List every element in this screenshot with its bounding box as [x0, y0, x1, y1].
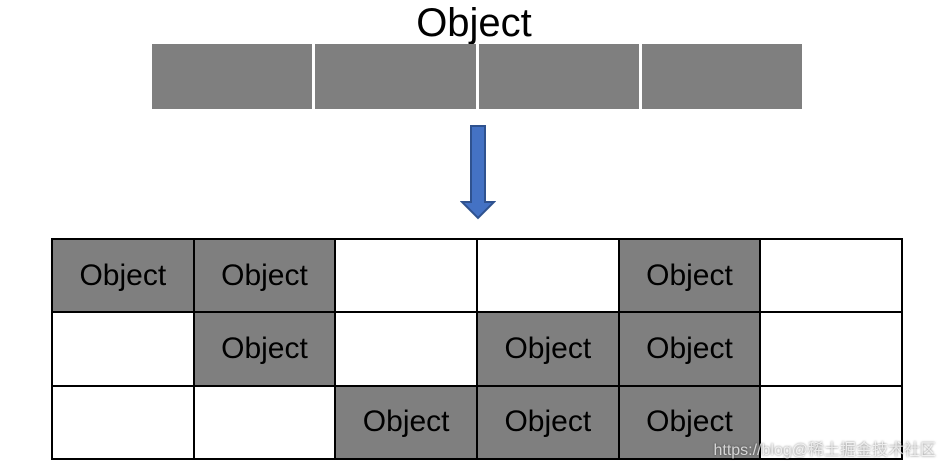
down-arrow-icon	[460, 125, 496, 220]
object-segment-4	[641, 44, 802, 109]
object-title: Object	[416, 1, 532, 45]
grid-cell-object: Object	[53, 240, 193, 312]
grid-cell-object: Object	[619, 386, 760, 458]
grid-cell-empty	[478, 240, 618, 312]
watermark: https://blog@稀土掘金技术社区	[713, 442, 936, 459]
grid-cell-object: Object	[619, 240, 760, 312]
grid-cell-empty	[336, 240, 476, 312]
object-segment-1	[152, 44, 313, 109]
grid-cell-empty	[761, 313, 901, 385]
grid-cell-empty	[53, 313, 193, 385]
object-segment-2	[315, 44, 476, 109]
object-memory-block	[152, 44, 802, 109]
grid-cell-object: Object	[336, 386, 476, 458]
down-arrow-shape	[460, 125, 496, 220]
grid-cell-object: Object	[194, 240, 335, 312]
grid-cell-empty	[761, 240, 901, 312]
object-segment-3	[478, 44, 639, 109]
grid-cell-empty	[194, 386, 335, 458]
grid-cell-empty	[761, 386, 901, 458]
grid-cell-object: Object	[619, 313, 760, 385]
grid-cell-empty	[336, 313, 476, 385]
grid-cell-empty	[53, 386, 193, 458]
grid-cell-object: Object	[478, 313, 618, 385]
grid-cell-object: Object	[194, 313, 335, 385]
grid-cell-object: Object	[478, 386, 618, 458]
